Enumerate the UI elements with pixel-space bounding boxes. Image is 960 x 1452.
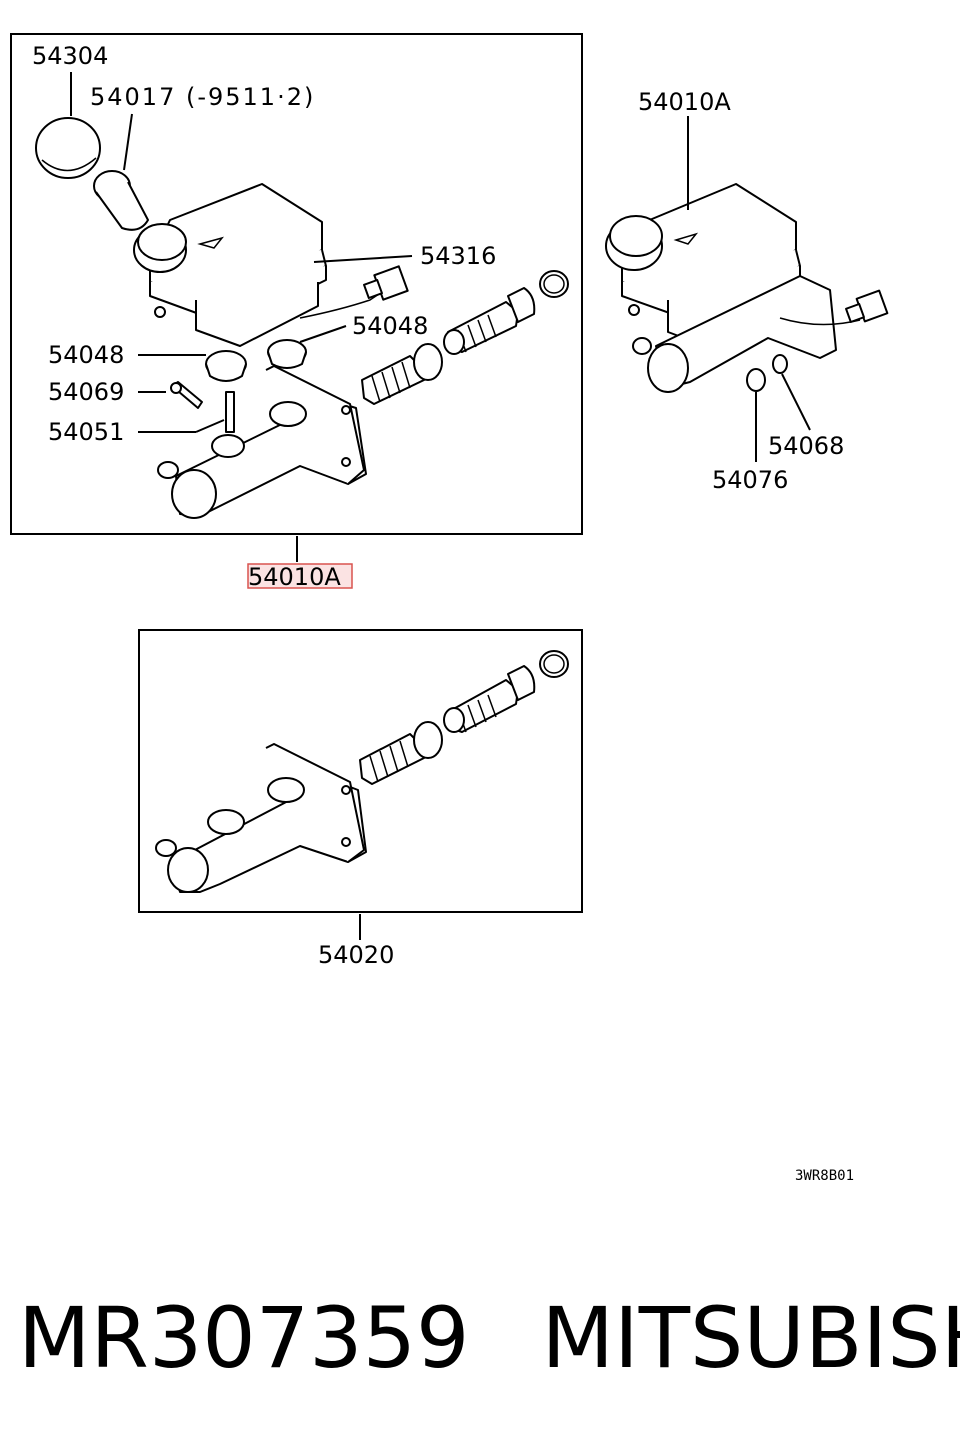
nut-54076-icon — [746, 368, 766, 392]
label-54304[interactable]: 54304 — [32, 42, 108, 70]
label-54069[interactable]: 54069 — [48, 378, 124, 406]
grommet-left-icon — [205, 350, 247, 382]
assembly-frame-top — [10, 33, 583, 535]
spring-piston-set-bottom-icon — [359, 650, 569, 785]
part-number: MR307359 — [18, 1289, 470, 1387]
leader-lines — [70, 72, 811, 940]
label-54017[interactable]: 54017 (-9511·2) — [90, 83, 315, 111]
selected-part-highlight[interactable] — [247, 563, 353, 589]
label-54316[interactable]: 54316 — [420, 242, 496, 270]
master-cylinder-bare-icon — [155, 743, 367, 893]
reservoir-icon — [133, 183, 327, 347]
master-cylinder-assembly-right-icon — [605, 183, 889, 393]
label-54020[interactable]: 54020 — [318, 941, 394, 969]
label-54048-left[interactable]: 54048 — [48, 341, 124, 369]
diagram-code: 3WR8B01 — [795, 1168, 854, 1184]
label-54076[interactable]: 54076 — [712, 466, 788, 494]
grommet-right-icon — [267, 339, 307, 369]
nut-54068-icon — [772, 354, 788, 374]
product-caption: MR307359 MITSUBISHI — [18, 1288, 960, 1388]
master-cylinder-body-icon — [157, 365, 367, 519]
spring-piston-set-top-icon — [361, 270, 569, 405]
bolt-icon — [170, 381, 203, 409]
label-54048-right[interactable]: 54048 — [352, 312, 428, 340]
label-54010a-highlighted[interactable]: 54010A — [248, 563, 341, 591]
pin-icon — [225, 391, 235, 433]
level-sensor-connector-icon — [299, 265, 409, 319]
brake-master-cylinder-diagram: 54304 54017 (-9511·2) 54316 54048 54048 … — [10, 33, 889, 1184]
reservoir-cap-icon — [35, 117, 101, 179]
cylinder-frame-bottom — [138, 629, 583, 913]
brand-name: MITSUBISHI — [541, 1289, 960, 1387]
label-54068[interactable]: 54068 — [768, 432, 844, 460]
strainer-icon — [93, 170, 149, 231]
label-54051[interactable]: 54051 — [48, 418, 124, 446]
label-54010a-right[interactable]: 54010A — [638, 88, 731, 116]
